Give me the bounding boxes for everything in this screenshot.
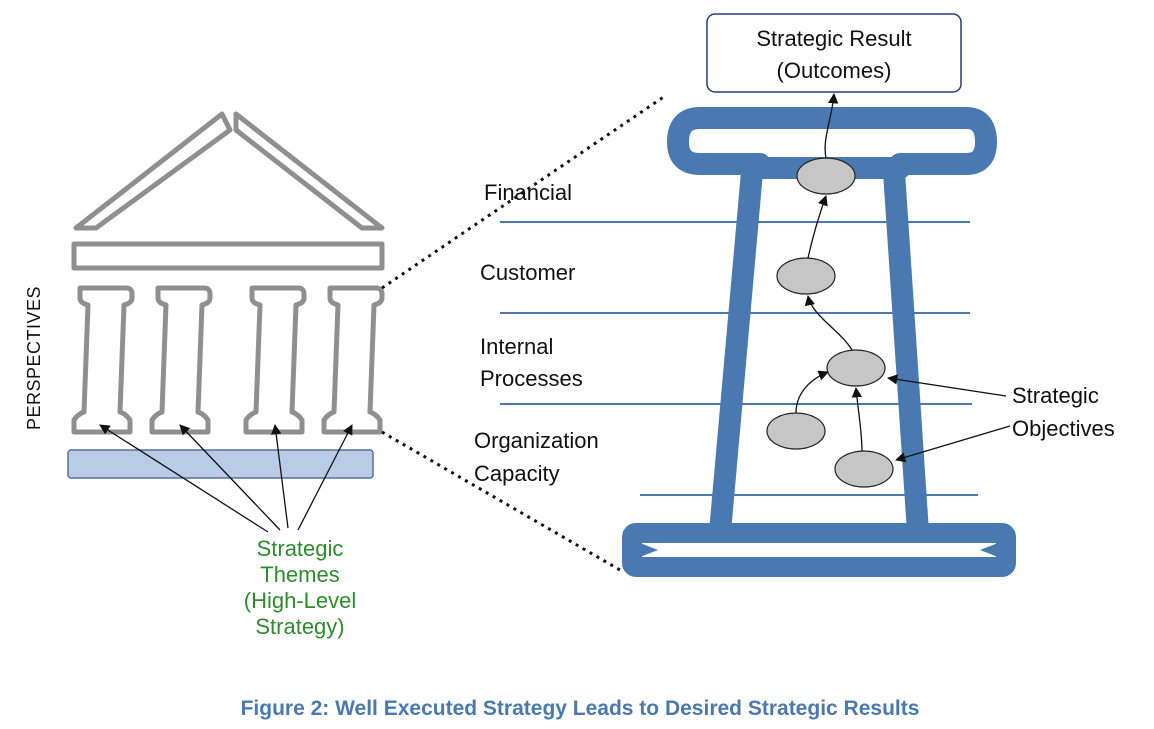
temple [67, 111, 385, 479]
perspective-org-line1: Organization [474, 428, 599, 453]
strategy-column [500, 107, 1016, 577]
column-shaft-left [709, 171, 763, 533]
strategic-objectives-label: Strategic Objectives [886, 374, 1115, 463]
svg-text:(High-Level: (High-Level [244, 588, 357, 613]
column-base-notch-right [980, 543, 998, 557]
column-shaft-right [883, 171, 929, 533]
perspective-internal-line2: Processes [480, 366, 583, 391]
perspective-internal-line1: Internal [480, 334, 553, 359]
svg-text:(Outcomes): (Outcomes) [777, 58, 892, 83]
figure-caption: Figure 2: Well Executed Strategy Leads t… [241, 697, 920, 720]
temple-beam [71, 241, 385, 271]
zoom-lines [381, 94, 666, 572]
perspectives-label: PERSPECTIVES [24, 286, 44, 430]
temple-roof-right [233, 111, 385, 231]
perspective-org-line2: Capacity [474, 461, 560, 486]
column-base [622, 523, 1016, 577]
column-capital [667, 107, 997, 179]
svg-text:Strategic Result: Strategic Result [756, 26, 911, 51]
temple-column-1 [71, 285, 135, 435]
temple-column-2 [149, 285, 213, 435]
svg-text:Strategic: Strategic [257, 536, 344, 561]
perspective-customer: Customer [480, 260, 575, 285]
svg-text:Strategic: Strategic [1012, 383, 1099, 408]
strategic-result-box: Strategic Result (Outcomes) [706, 13, 962, 93]
temple-roof-left [73, 111, 233, 231]
temple-column-3 [243, 285, 307, 435]
objective-arrows [795, 92, 863, 452]
strategic-themes-label: Strategic Themes (High-Level Strategy) [244, 536, 357, 639]
objective-node-capacity-right [834, 450, 894, 488]
objective-node-internal [826, 349, 886, 387]
svg-text:Objectives: Objectives [1012, 416, 1115, 441]
column-base-notch-left [640, 543, 658, 557]
temple-base [67, 449, 374, 479]
objective-node-customer [776, 257, 836, 295]
objective-node-financial [796, 157, 856, 195]
perspective-financial: Financial [484, 180, 572, 205]
svg-text:Themes: Themes [260, 562, 339, 587]
objective-node-capacity-left [766, 412, 826, 450]
temple-column-4 [321, 285, 385, 435]
svg-text:Strategy): Strategy) [255, 614, 344, 639]
themes-arrows [99, 423, 353, 533]
objective-nodes [766, 157, 894, 488]
